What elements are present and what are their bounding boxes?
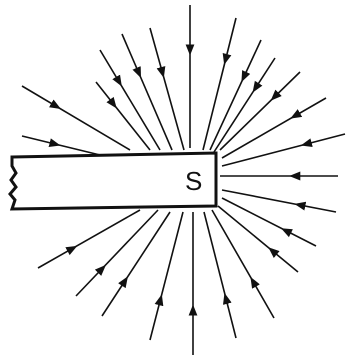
- field-line-arrow: [256, 85, 258, 88]
- field-line-arrow: [53, 104, 56, 106]
- field-line-stroke: [150, 212, 183, 340]
- field-line-stroke: [38, 210, 140, 268]
- field-line-nnw-a: [150, 28, 184, 150]
- field-line-ne-a: [210, 40, 261, 150]
- field-line-arrow: [99, 269, 102, 272]
- field-line-arrow: [123, 281, 125, 284]
- field-line-stroke: [222, 98, 326, 158]
- field-line-stroke: [150, 28, 184, 150]
- field-line-arrow: [286, 231, 290, 233]
- field-line-arrow: [226, 298, 227, 302]
- field-line-stroke: [96, 82, 150, 150]
- field-line-stroke: [22, 136, 100, 155]
- field-line-stroke: [210, 40, 261, 150]
- field-line-arrow: [226, 56, 227, 60]
- field-line-arrow: [253, 282, 255, 286]
- south-pole-label: S: [185, 166, 202, 196]
- field-line-arrow: [69, 249, 73, 251]
- field-line-arrow: [295, 114, 299, 116]
- field-line-ene-b: [222, 98, 326, 158]
- field-line-arrow: [275, 94, 278, 97]
- field-line-stroke: [220, 72, 300, 150]
- field-line-arrow: [117, 78, 119, 81]
- field-line-stroke: [222, 134, 345, 166]
- field-line-stroke: [222, 190, 336, 212]
- field-line-arrow: [51, 143, 55, 144]
- field-line-ssw: [150, 212, 183, 340]
- field-line-sse: [204, 212, 236, 338]
- field-line-ese-a: [222, 190, 336, 212]
- field-line-nw-b: [96, 82, 150, 150]
- field-line-arrow: [159, 300, 160, 304]
- field-line-arrow: [273, 251, 276, 254]
- field-line-wsw-a: [38, 210, 140, 268]
- field-line-stroke: [204, 212, 236, 338]
- field-line-w-upper: [22, 136, 100, 155]
- field-line-arrow: [137, 69, 139, 73]
- field-line-arrow: [244, 73, 246, 77]
- field-line-arrow: [111, 101, 113, 104]
- field-line-nnw-b: [122, 34, 172, 150]
- field-line-arrow: [306, 143, 310, 144]
- field-line-stroke: [122, 34, 172, 150]
- field-line-e-upper: [222, 134, 345, 166]
- bar-magnet: S: [10, 153, 216, 209]
- field-line-arrow: [161, 69, 162, 73]
- field-line-ene-a: [220, 72, 300, 150]
- field-line-arrow: [300, 205, 304, 206]
